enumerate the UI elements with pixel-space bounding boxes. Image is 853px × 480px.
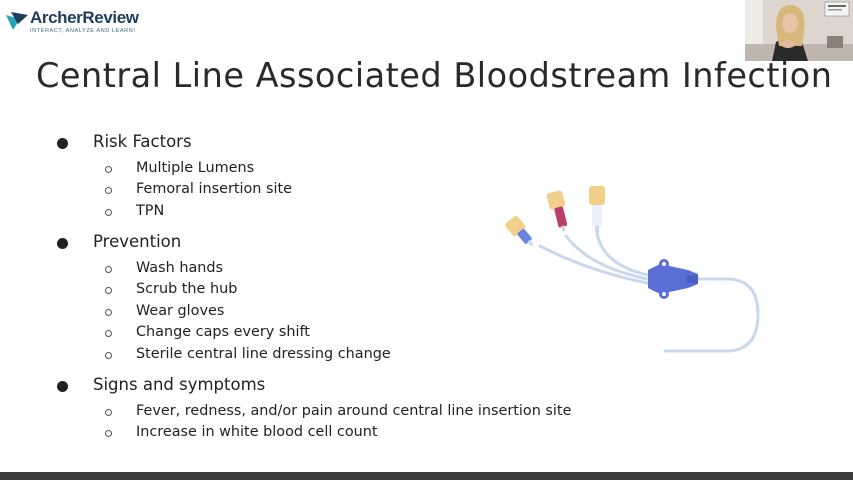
list-item: Femoral insertion site	[105, 181, 292, 197]
slide-title: Central Line Associated Bloodstream Infe…	[36, 56, 833, 95]
brand-name: ArcherReview	[30, 8, 139, 27]
list-item: Multiple Lumens	[104, 160, 255, 176]
list-item: Wash hands	[104, 260, 224, 276]
section-heading-risk-factors: Risk Factors	[57, 132, 192, 151]
presenter-video-icon	[745, 0, 853, 61]
list-item: Scrub the hub	[104, 281, 238, 297]
list-item: Increase in white blood cell count	[105, 424, 378, 440]
archer-review-logo: ArcherReview INTERACT, ANALYZE AND LEARN…	[6, 8, 146, 38]
presenter-webcam	[745, 0, 853, 61]
footer-bar	[0, 472, 853, 480]
arrow-logo-icon	[6, 12, 28, 30]
list-item: Sterile central line dressing change	[105, 346, 391, 362]
list-item: Change caps every shift	[105, 324, 310, 340]
brand-tagline: INTERACT, ANALYZE AND LEARN!	[30, 28, 136, 34]
section-heading-signs-and-symptoms: Signs and symptoms	[56, 375, 266, 394]
list-item: Wear gloves	[104, 303, 225, 319]
list-item: Fever, redness, and/or pain around centr…	[104, 403, 572, 419]
section-heading-prevention: Prevention	[56, 232, 182, 251]
list-item: TPN	[104, 203, 165, 219]
central-line-catheter-icon	[505, 186, 760, 353]
